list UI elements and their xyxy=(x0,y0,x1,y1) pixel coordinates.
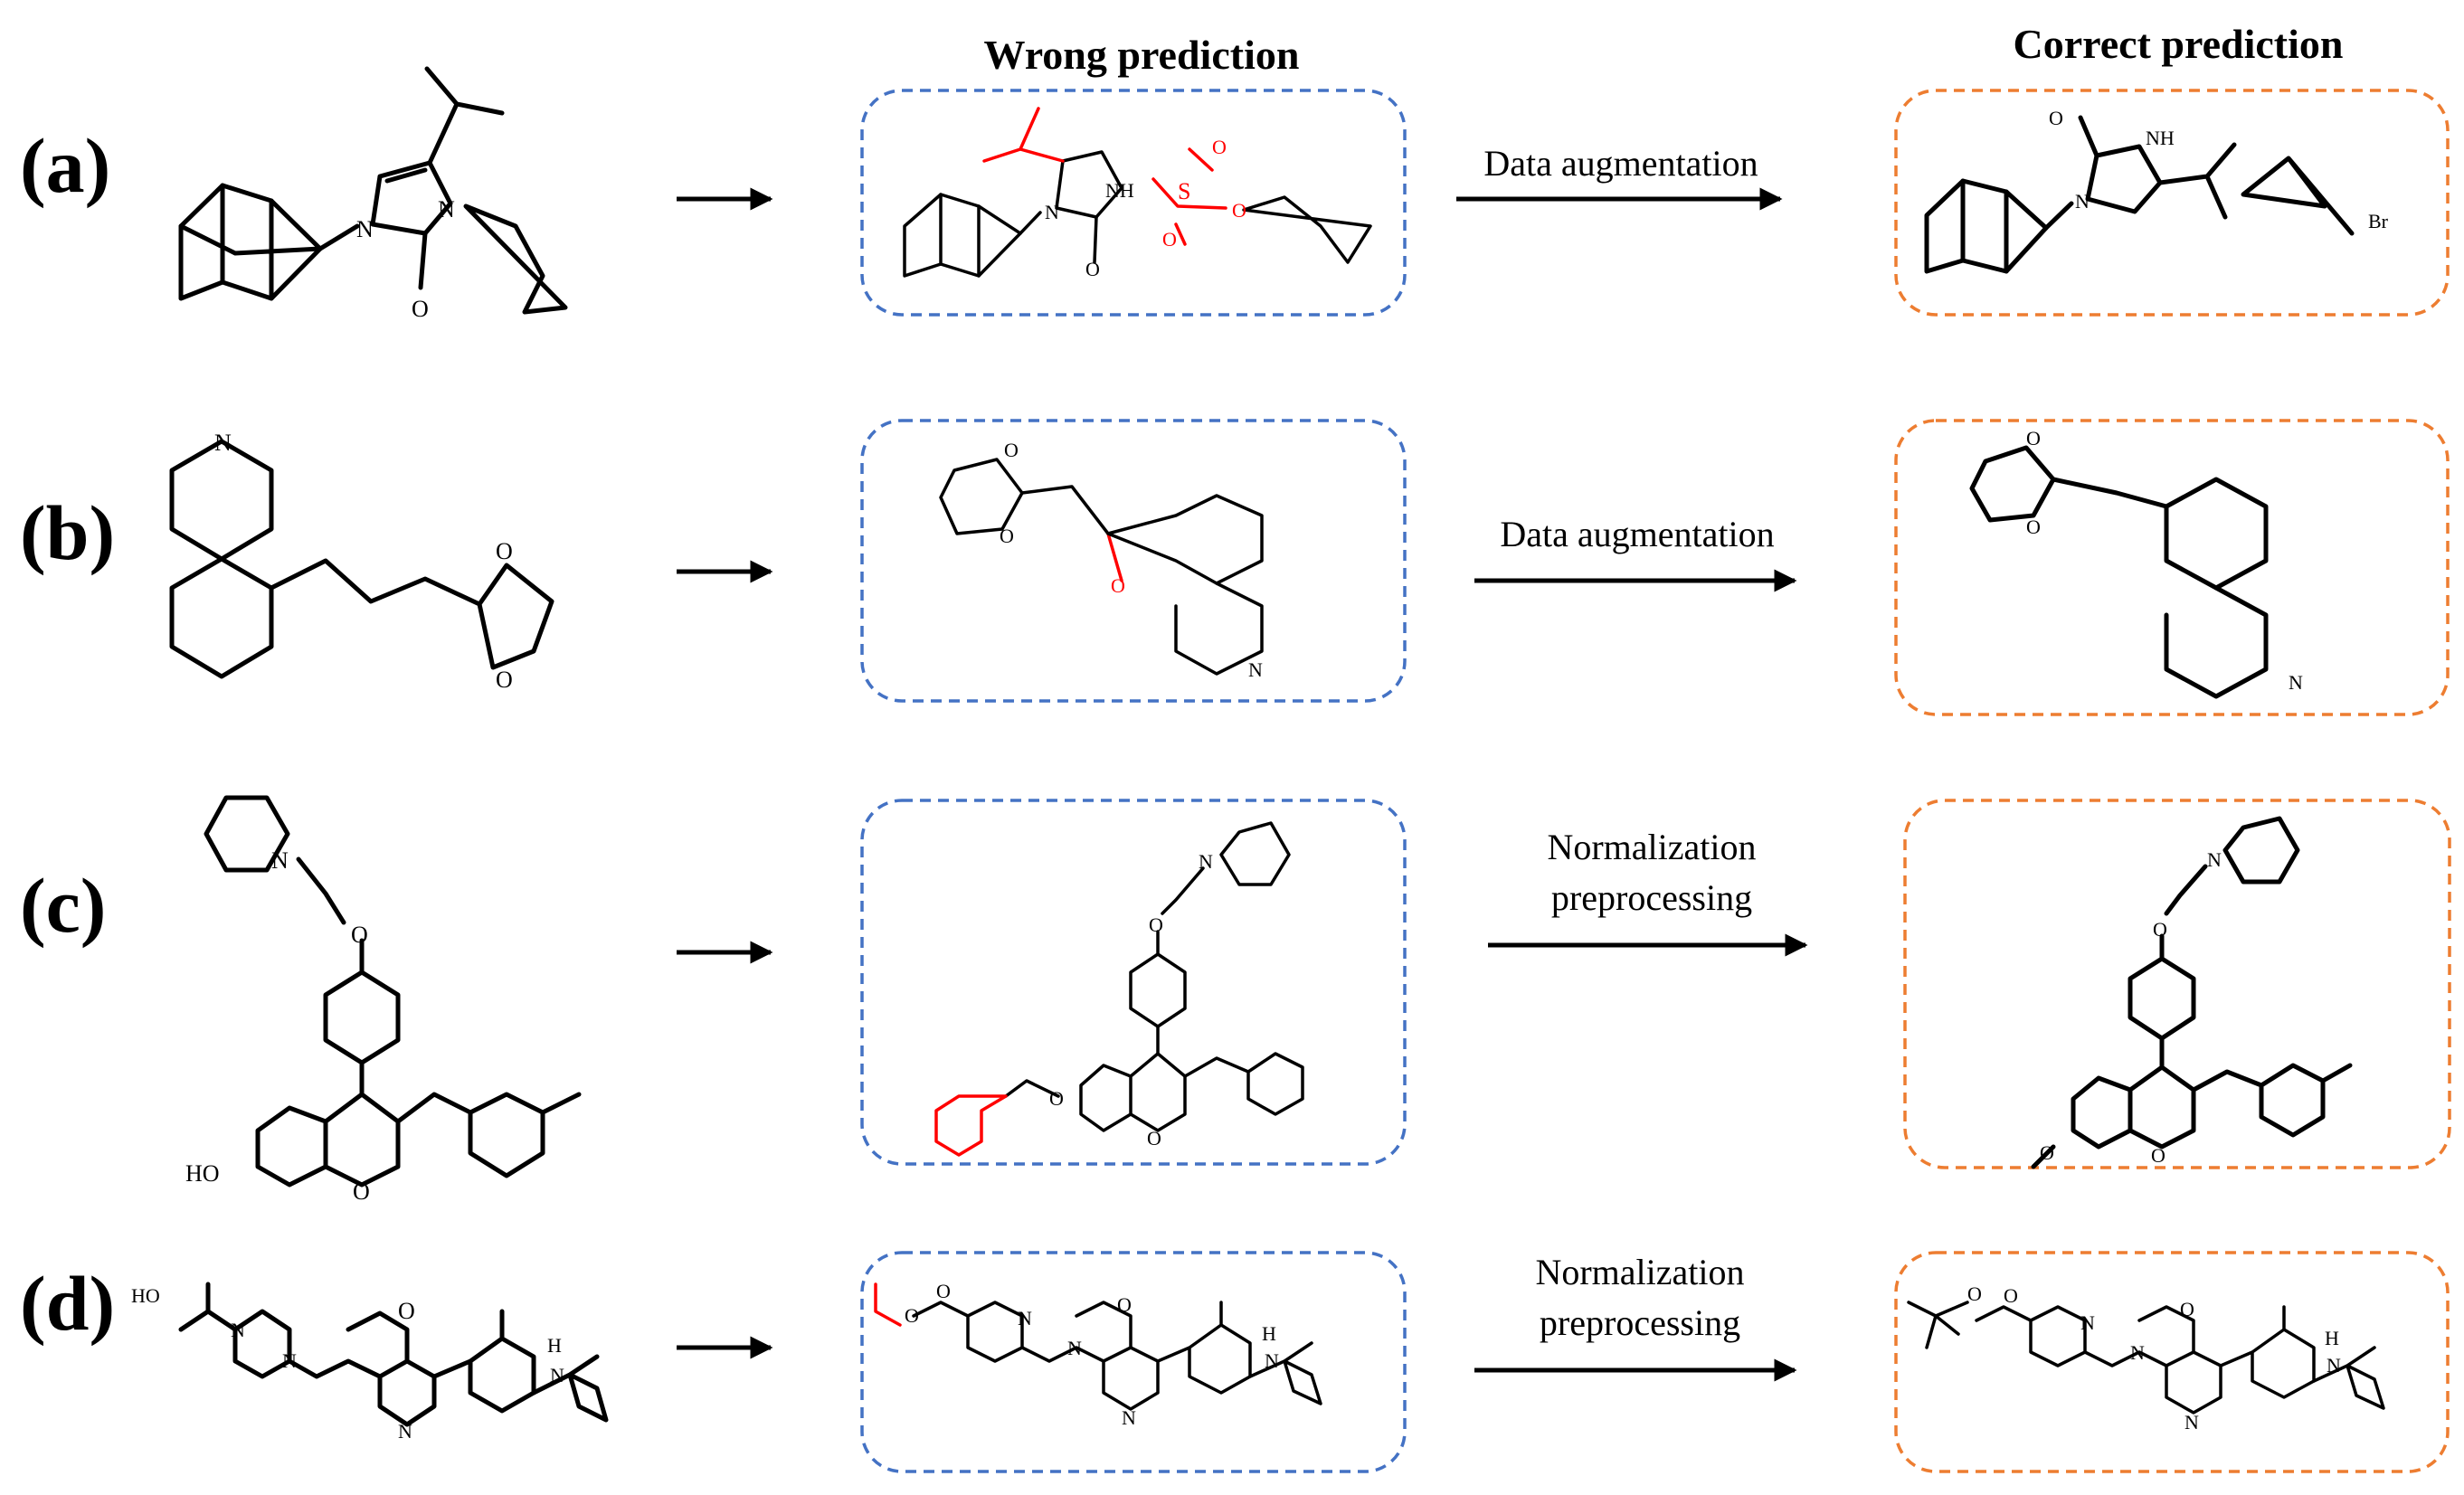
correct-prediction-box-c xyxy=(1903,799,2451,1169)
row-label-c: (c) xyxy=(20,862,106,949)
atom-N-a3: N xyxy=(1045,201,1059,223)
atom-N-a1: N xyxy=(356,216,374,242)
method-label-a: Data augmentation xyxy=(1483,143,1758,184)
atom-N-d8: N xyxy=(1265,1349,1279,1372)
molecule-wrong-d: O O N N O N H N xyxy=(874,1280,1322,1429)
atom-O-a6: O xyxy=(2049,107,2063,129)
correct-prediction-box-a xyxy=(1894,89,2450,317)
atom-N-d1: N xyxy=(231,1319,245,1341)
molecule-product-b: N O O xyxy=(169,430,554,693)
atom-Br-a1: Br xyxy=(2368,210,2389,232)
atom-O-c6: O xyxy=(2153,918,2167,941)
atom-H-d1: H xyxy=(547,1334,562,1357)
atom-H-d3: H xyxy=(2325,1327,2339,1349)
atom-N-d3: N xyxy=(398,1420,412,1443)
atom-N-d5: N xyxy=(1018,1307,1032,1329)
atom-N-d12: N xyxy=(2327,1354,2341,1377)
atom-H-d2: H xyxy=(1262,1322,1276,1345)
atom-O-b2: O xyxy=(496,667,513,693)
atom-O-c4: O xyxy=(1147,1127,1161,1150)
atom-O-d1: O xyxy=(398,1298,415,1324)
atom-N-a2: N xyxy=(438,196,455,222)
atom-O-b3: O xyxy=(1004,439,1019,461)
molecule-product-d: HO N N O N H N xyxy=(131,1282,609,1443)
molecule-correct-b: O O N xyxy=(1969,427,2303,699)
atom-O-c8: O xyxy=(2040,1141,2054,1164)
header-wrong-prediction: Wrong prediction xyxy=(984,32,1300,78)
row-label-d: (d) xyxy=(20,1260,115,1347)
atom-N-d11: N xyxy=(2184,1411,2199,1433)
atom-O-b4: O xyxy=(1000,525,1014,547)
atom-O-a1: O xyxy=(412,296,429,322)
atom-O-c3: O xyxy=(1149,913,1163,936)
atom-O-c7: O xyxy=(2151,1144,2165,1167)
atom-O-d5: O xyxy=(1967,1282,1982,1305)
atom-NH-a1: NH xyxy=(1105,179,1134,202)
atom-N-b2: N xyxy=(1248,658,1263,681)
atom-N-d4: N xyxy=(550,1364,564,1386)
atom-N-c3: N xyxy=(2207,848,2222,871)
atom-O-b1: O xyxy=(496,538,513,564)
atom-N-c1: N xyxy=(271,847,289,874)
atom-N-d10: N xyxy=(2130,1341,2145,1364)
atom-N-d9: N xyxy=(2080,1311,2095,1334)
atom-O-b7: O xyxy=(2026,516,2041,538)
wrong-prediction-box-b xyxy=(860,419,1407,703)
atom-NH-a2: NH xyxy=(2146,127,2175,149)
row-label-a: (a) xyxy=(20,122,110,209)
molecule-correct-a: N NH O Br xyxy=(1924,107,2389,274)
atom-N-d7: N xyxy=(1122,1406,1136,1429)
atom-N-b3: N xyxy=(2289,671,2303,694)
atom-O-c5: O xyxy=(1049,1087,1064,1110)
atom-O-c1: O xyxy=(351,922,368,948)
method-label-c-line1: Normalization xyxy=(1547,827,1756,867)
atom-N-b1: N xyxy=(214,430,232,456)
atom-S-a1: S xyxy=(1178,178,1190,204)
molecule-product-a: N N O xyxy=(178,66,568,322)
correct-prediction-box-d xyxy=(1894,1251,2450,1473)
atom-O-b6: O xyxy=(2026,427,2041,449)
atom-O-a2: O xyxy=(1085,258,1100,280)
row-label-b: (b) xyxy=(20,489,115,576)
atom-N-d6: N xyxy=(1067,1337,1082,1359)
atom-N-d2: N xyxy=(282,1349,297,1372)
method-label-c-line2: preprocessing xyxy=(1551,877,1752,918)
atom-O-d3: O xyxy=(936,1280,951,1302)
method-label-d-line2: preprocessing xyxy=(1540,1302,1740,1343)
molecule-product-c: N O O HO xyxy=(185,795,582,1205)
atom-O-a3: O xyxy=(1212,136,1227,158)
molecule-wrong-a: N NH O S O O O xyxy=(903,107,1372,280)
method-label-b: Data augmentation xyxy=(1500,514,1774,554)
molecule-correct-d: O O N N O N H N xyxy=(1907,1282,2385,1433)
atom-O-a5: O xyxy=(1232,199,1246,222)
atom-O-c2: O xyxy=(353,1178,370,1205)
correct-prediction-box-b xyxy=(1894,419,2450,716)
method-label-d-line1: Normalization xyxy=(1535,1252,1744,1292)
header-correct-prediction: Correct prediction xyxy=(2014,21,2344,67)
atom-N-c2: N xyxy=(1199,850,1213,873)
wrong-prediction-box-d xyxy=(860,1251,1407,1473)
atom-O-a4: O xyxy=(1162,228,1177,251)
atom-O-d4: O xyxy=(1117,1293,1132,1316)
atom-HO-d1: HO xyxy=(131,1284,160,1307)
molecule-wrong-b: O O O N xyxy=(939,439,1264,681)
atom-O-d6: O xyxy=(2004,1284,2018,1307)
molecule-correct-c: N O O O xyxy=(2031,816,2353,1169)
atom-HO-c1: HO xyxy=(185,1160,220,1187)
molecule-wrong-c: N O O O xyxy=(934,821,1304,1157)
wrong-prediction-box-c xyxy=(860,799,1407,1166)
atom-N-a4: N xyxy=(2075,190,2090,213)
atom-O-b5: O xyxy=(1111,574,1125,597)
atom-O-d2: O xyxy=(905,1304,919,1327)
wrong-prediction-box-a xyxy=(860,89,1407,317)
atom-O-d7: O xyxy=(2180,1298,2194,1320)
